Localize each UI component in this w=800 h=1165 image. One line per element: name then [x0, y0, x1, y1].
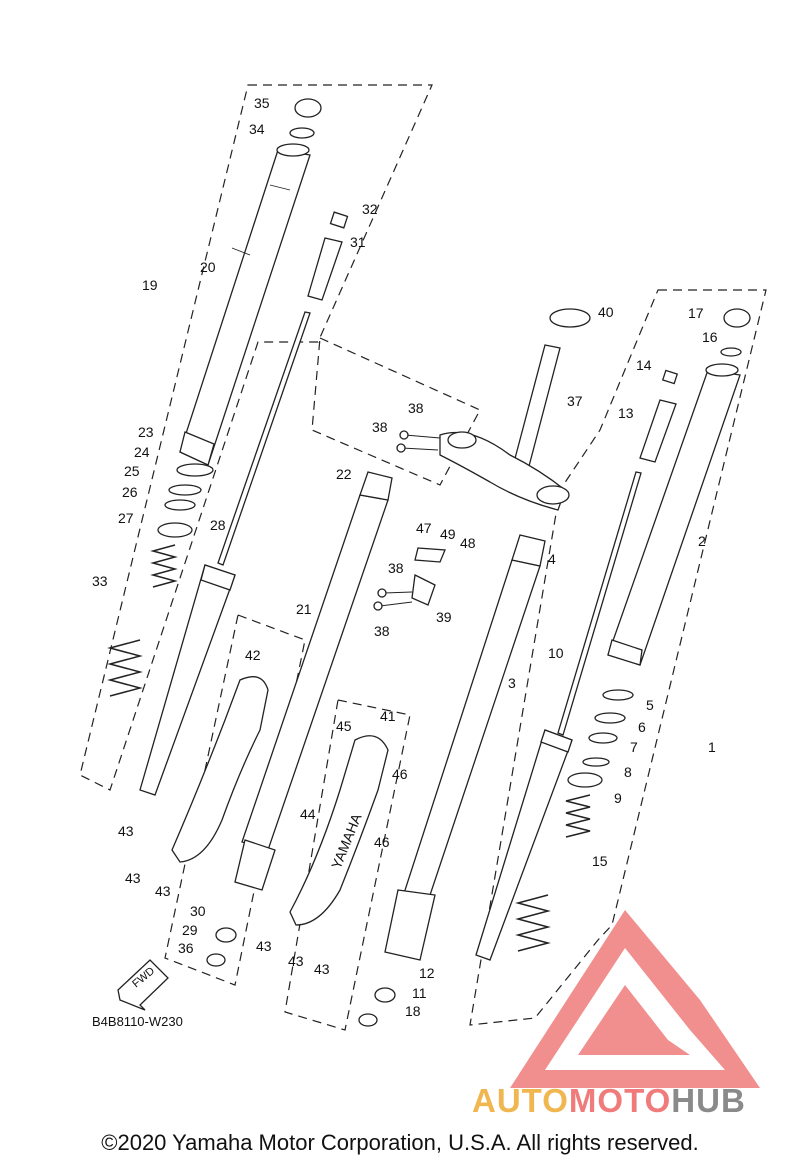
part-callout-11: 11 — [412, 985, 427, 1001]
part-callout-17: 17 — [688, 305, 704, 321]
part-callout-29: 29 — [182, 922, 198, 938]
watermark-brand-auto: AUTO — [472, 1082, 569, 1119]
part-callout-20: 20 — [200, 259, 216, 275]
left-spacer-collar — [329, 211, 349, 229]
part-callout-39: 39 — [436, 609, 452, 625]
part-callout-49: 49 — [440, 526, 456, 542]
left-fork-group-outline — [79, 84, 433, 791]
right-fork-guard — [289, 735, 389, 926]
part-callout-18: 18 — [405, 1003, 421, 1019]
part-callout-25: 25 — [124, 463, 140, 479]
left-damper-rod — [139, 311, 311, 796]
left-outer-tube — [179, 149, 311, 466]
watermark-brand-text: AUTOMOTOHUB — [472, 1082, 746, 1120]
watermark-logo-icon — [510, 910, 760, 1088]
watermark-brand-hub: HUB — [671, 1082, 746, 1119]
part-callout-30: 30 — [190, 903, 206, 919]
part-callout-43: 43 — [125, 870, 141, 886]
clamp-group-outline — [311, 337, 481, 486]
part-callout-46: 46 — [392, 766, 408, 782]
part-callout-2: 2 — [698, 533, 706, 549]
part-callout-34: 34 — [249, 121, 265, 137]
part-callout-48: 48 — [460, 535, 476, 551]
part-callout-43: 43 — [288, 953, 304, 969]
steering-stem — [512, 308, 591, 471]
diagram-reference-code: B4B8110-W230 — [92, 1014, 183, 1029]
part-callout-28: 28 — [210, 517, 226, 533]
part-callout-46: 46 — [374, 834, 390, 850]
part-callout-26: 26 — [122, 484, 138, 500]
part-callout-7: 7 — [630, 739, 638, 755]
part-callout-9: 9 — [614, 790, 622, 806]
part-callout-12: 12 — [419, 965, 435, 981]
copyright-notice: ©2020 Yamaha Motor Corporation, U.S.A. A… — [101, 1130, 699, 1155]
part-callout-1: 1 — [708, 739, 716, 755]
part-callout-10: 10 — [548, 645, 564, 661]
right-seal-stack — [567, 689, 634, 788]
part-callout-3: 3 — [508, 675, 516, 691]
cable-guide-bracket — [411, 547, 446, 606]
part-callout-23: 23 — [138, 424, 154, 440]
part-callout-43: 43 — [155, 883, 171, 899]
part-callout-33: 33 — [92, 573, 108, 589]
part-callout-24: 24 — [134, 444, 150, 460]
part-callouts: 1234567891011121314151617181920212223242… — [92, 95, 718, 1019]
part-callout-15: 15 — [592, 853, 608, 869]
part-callout-40: 40 — [598, 304, 614, 320]
part-callout-35: 35 — [254, 95, 270, 111]
left-axle-bracket — [206, 839, 276, 967]
left-fork-guard — [171, 676, 269, 863]
forward-direction-arrow-icon: FWD — [117, 959, 169, 1011]
left-spacer — [307, 237, 343, 301]
part-callout-5: 5 — [646, 697, 654, 713]
left-fork-cap — [276, 98, 322, 157]
part-callout-8: 8 — [624, 764, 632, 780]
right-spacer-collar — [661, 369, 679, 385]
part-callout-42: 42 — [245, 647, 261, 663]
part-callout-43: 43 — [314, 961, 330, 977]
part-callout-32: 32 — [362, 201, 378, 217]
left-fork-spring — [107, 544, 178, 697]
right-spacer — [639, 399, 677, 463]
part-callout-21: 21 — [296, 601, 312, 617]
part-callout-43: 43 — [118, 823, 134, 839]
part-callout-38: 38 — [408, 400, 424, 416]
under-bracket — [439, 431, 570, 511]
part-callout-16: 16 — [702, 329, 718, 345]
watermark-brand-moto: MOTO — [568, 1082, 672, 1119]
part-callout-4: 4 — [548, 551, 556, 567]
right-damper-rod — [475, 471, 642, 961]
part-callout-44: 44 — [300, 806, 316, 822]
part-callout-13: 13 — [618, 405, 634, 421]
part-callout-14: 14 — [636, 357, 652, 373]
part-callout-19: 19 — [142, 277, 158, 293]
part-callout-36: 36 — [178, 940, 194, 956]
part-callout-31: 31 — [350, 234, 366, 250]
bracket-bolts — [373, 430, 441, 611]
part-callout-22: 22 — [336, 466, 352, 482]
part-callout-41: 41 — [380, 708, 396, 724]
left-seal-stack — [157, 463, 214, 538]
part-callout-27: 27 — [118, 510, 134, 526]
right-fork-spring — [515, 794, 591, 952]
right-axle-bracket — [358, 889, 436, 1027]
part-callout-6: 6 — [638, 719, 646, 735]
part-callout-38: 38 — [388, 560, 404, 576]
part-callout-37: 37 — [567, 393, 583, 409]
part-callout-38: 38 — [372, 419, 388, 435]
part-callout-45: 45 — [336, 718, 352, 734]
right-fork-cap — [705, 308, 751, 377]
part-callout-43: 43 — [256, 938, 272, 954]
part-callout-47: 47 — [416, 520, 432, 536]
right-fork-group-outline — [469, 289, 767, 1026]
part-callout-38: 38 — [374, 623, 390, 639]
